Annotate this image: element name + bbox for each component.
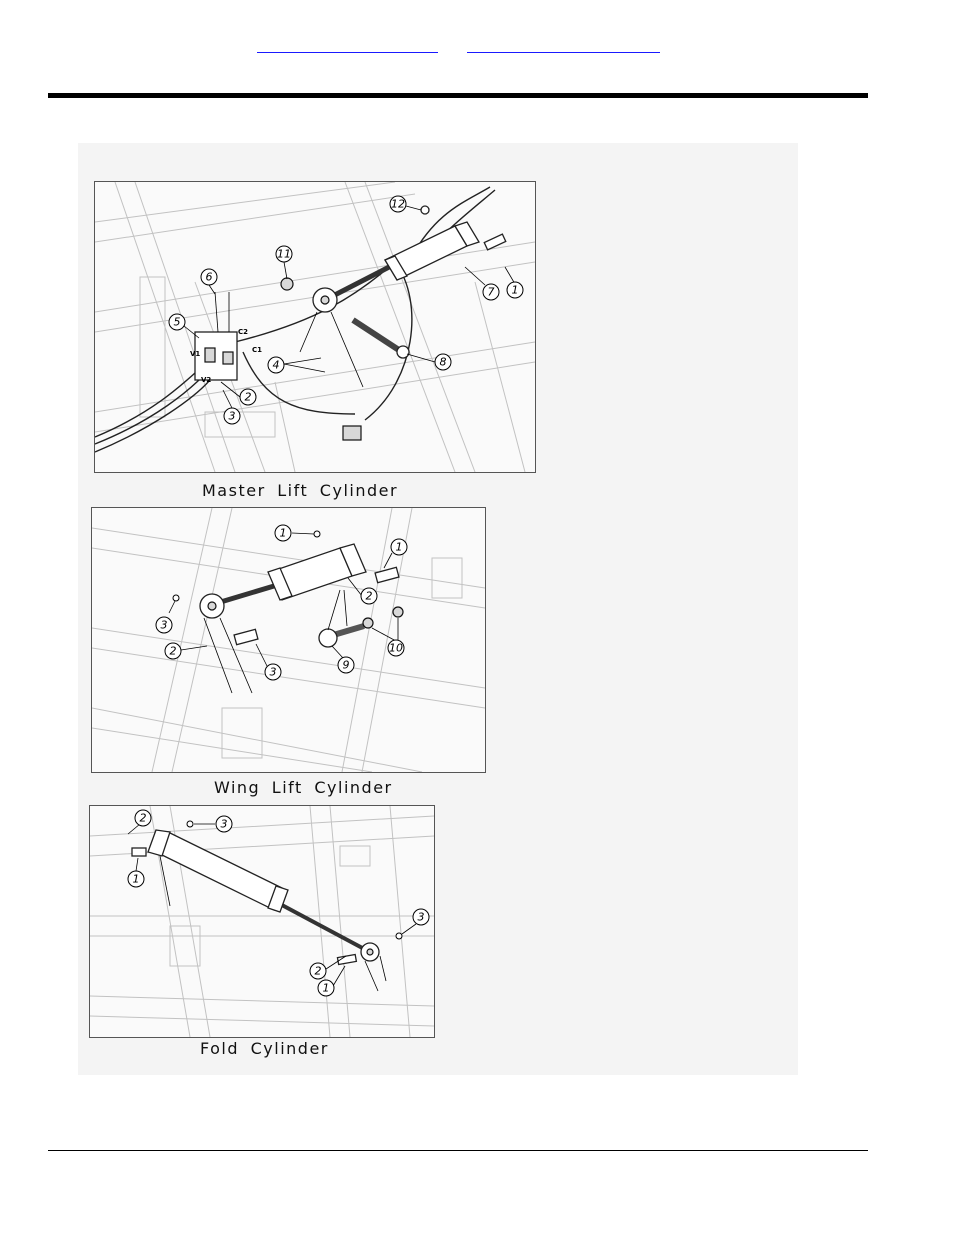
callout-10: 10 — [371, 618, 405, 657]
svg-text:3: 3 — [221, 818, 228, 831]
header-link-1[interactable] — [257, 34, 438, 53]
callout-2-right: 2 — [347, 577, 378, 605]
port-label-c2: C2 — [238, 328, 248, 336]
svg-text:2: 2 — [170, 645, 177, 658]
threaded-rod — [299, 311, 410, 441]
svg-text:3: 3 — [161, 619, 168, 632]
callout-2-bottom: 2 — [309, 955, 347, 980]
callout-2: 7 — [464, 266, 500, 301]
wing-lift-cylinder-figure: 1 1 2 3 2 3 — [91, 507, 486, 773]
threaded-rod — [318, 589, 404, 648]
valve-block: C2 C1 V1 V2 — [190, 291, 262, 384]
callout-5: 5 — [168, 313, 200, 339]
svg-text:5: 5 — [174, 316, 181, 329]
svg-text:9: 9 — [343, 659, 350, 672]
callout-3-right: 3 — [395, 908, 430, 940]
svg-text:1: 1 — [280, 527, 287, 540]
callout-9: 9 — [331, 645, 355, 674]
callout-1-bottom: 1 — [317, 965, 346, 997]
frame-members — [92, 508, 485, 772]
callout-1: 1 — [504, 266, 524, 299]
svg-text:3: 3 — [270, 666, 277, 679]
svg-text:2: 2 — [140, 812, 147, 825]
svg-text:2: 2 — [315, 965, 322, 978]
svg-text:7: 7 — [488, 286, 495, 299]
footer-rule — [48, 1150, 868, 1151]
callouts: 2 3 1 3 2 1 — [127, 809, 430, 997]
svg-text:1: 1 — [133, 873, 140, 886]
svg-text:1: 1 — [512, 284, 519, 297]
master-lift-cylinder-drawing: C2 C1 V1 V2 12 — [95, 182, 535, 472]
frame-members — [90, 806, 434, 1037]
callout-3-top: 1 — [274, 524, 321, 542]
port-label-c1: C1 — [252, 346, 262, 354]
svg-text:8: 8 — [440, 356, 447, 369]
wing-cylinder — [199, 543, 400, 694]
callout-1-top: 1 — [127, 857, 145, 888]
callout-2-left: 2 — [164, 642, 208, 660]
wing-lift-cylinder-caption: Wing Lift Cylinder — [214, 778, 393, 797]
master-cylinder — [280, 205, 507, 313]
callout-12: 11 — [275, 245, 293, 280]
svg-text:1: 1 — [323, 982, 330, 995]
callouts: 1 1 2 3 2 3 — [155, 524, 408, 681]
callout-8: 3 — [222, 389, 241, 425]
callout-7: 2 — [220, 381, 257, 406]
hoses — [95, 186, 496, 453]
callout-11: 8 — [406, 353, 452, 371]
callout-3-left: 3 — [155, 594, 180, 634]
fold-cylinder-drawing: 2 3 1 3 2 1 — [90, 806, 434, 1037]
svg-text:12: 12 — [391, 198, 405, 211]
svg-text:2: 2 — [245, 391, 252, 404]
callout-6: 6 — [200, 268, 218, 295]
callouts: 12 11 6 5 4 8 — [168, 195, 524, 425]
callout-1-left: 3 — [255, 643, 282, 681]
callout-3-top: 3 — [186, 815, 233, 833]
fold-cylinder-caption: Fold Cylinder — [200, 1039, 329, 1058]
port-label-v1: V1 — [190, 350, 200, 358]
callout-4: 4 — [267, 356, 326, 374]
svg-text:4: 4 — [273, 359, 280, 372]
port-label-v2: V2 — [201, 376, 211, 384]
svg-text:2: 2 — [366, 590, 373, 603]
svg-text:11: 11 — [277, 248, 291, 261]
svg-text:1: 1 — [396, 541, 403, 554]
svg-text:3: 3 — [229, 410, 236, 423]
svg-text:6: 6 — [206, 271, 213, 284]
fold-cylinder — [131, 829, 387, 992]
master-lift-cylinder-figure: C2 C1 V1 V2 12 — [94, 181, 536, 473]
svg-text:3: 3 — [418, 911, 425, 924]
callout-2-top: 2 — [127, 809, 152, 835]
header-link-2[interactable] — [467, 34, 660, 53]
callout-1-right: 1 — [383, 538, 408, 569]
svg-text:10: 10 — [389, 642, 403, 655]
callout-3: 12 — [389, 195, 422, 213]
header-rule — [48, 93, 868, 98]
fold-cylinder-figure: 2 3 1 3 2 1 — [89, 805, 435, 1038]
master-lift-cylinder-caption: Master Lift Cylinder — [202, 481, 399, 500]
wing-lift-cylinder-drawing: 1 1 2 3 2 3 — [92, 508, 485, 772]
